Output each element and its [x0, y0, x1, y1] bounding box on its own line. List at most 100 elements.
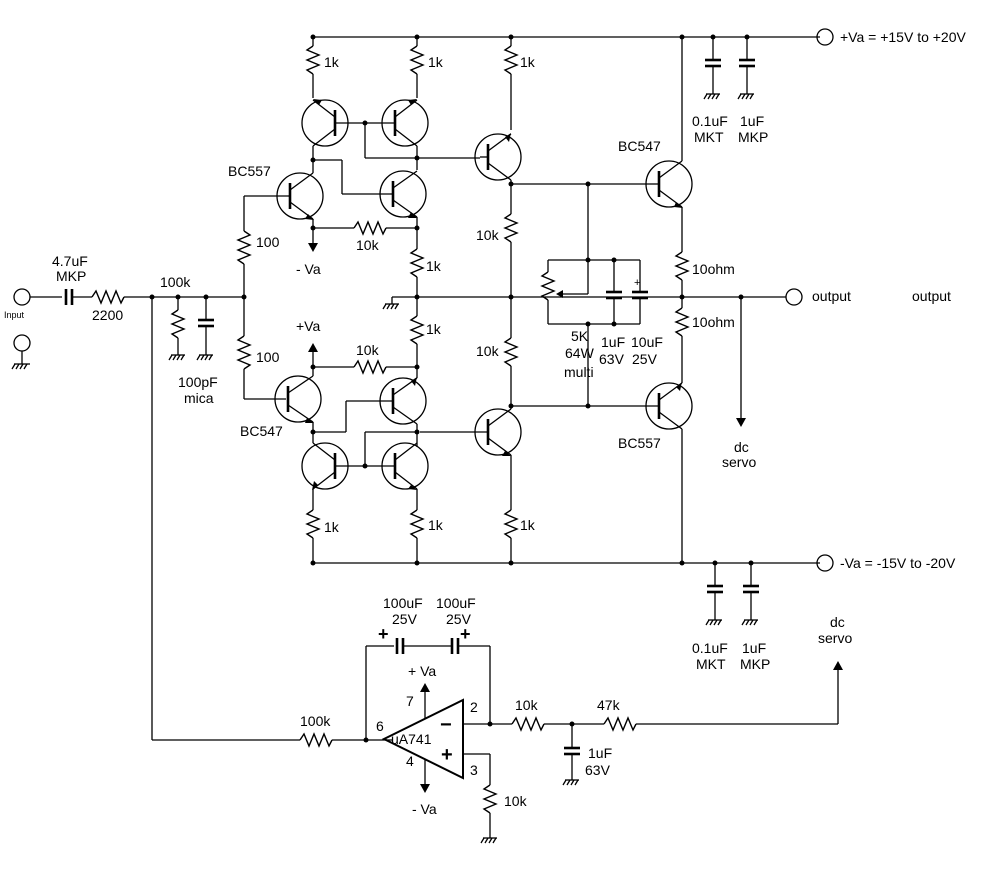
- emitter-res-bottom-value: 10ohm: [692, 314, 735, 330]
- bias-potentiometer[interactable]: [540, 260, 640, 325]
- q-input-top-label: BC557: [228, 163, 271, 179]
- base-resistor-bottom: [236, 297, 286, 400]
- emitter-res-top-value: 10ohm: [692, 261, 735, 277]
- res-1k-bottom-right: [503, 509, 519, 563]
- res-10k-vas-top: [503, 213, 519, 297]
- transistor-input-npn: [274, 367, 322, 432]
- input-capacitor: [64, 289, 92, 305]
- res-1k-label-6: 1k: [426, 321, 442, 337]
- input-shunt-cap-type: mica: [184, 390, 214, 406]
- output-terminal[interactable]: [785, 288, 803, 306]
- servo-cap-1: +: [378, 624, 452, 654]
- input-terminal: [11, 288, 62, 370]
- transistor-predriver-top: [474, 133, 522, 214]
- servo-cap-2: +: [450, 624, 490, 654]
- res-1k-label-1: 1k: [324, 54, 340, 70]
- res-1k-top-right: [503, 37, 519, 130]
- base-res-top-value: 100: [256, 234, 280, 250]
- svg-text:+: +: [634, 277, 640, 289]
- res-1k-ground-bottom: [409, 297, 425, 367]
- input-shunt-resistor: [168, 297, 186, 361]
- bias-cap-a-voltage: 63V: [599, 351, 625, 367]
- neg-supply-label-1: - Va: [296, 261, 321, 277]
- input-shunt-cap-value: 100pF: [178, 374, 218, 390]
- servo-filter-cap-voltage: 63V: [585, 762, 611, 778]
- transistor-input-pnp: [276, 160, 324, 252]
- res-1k-label-2: 1k: [428, 54, 444, 70]
- transistor-mirror-bottom-left: [301, 432, 365, 510]
- res-1k-top-left: [305, 37, 321, 98]
- svg-text:+: +: [460, 624, 471, 644]
- negative-rail: [313, 554, 834, 572]
- bias-cap-1uf: [606, 260, 622, 324]
- opamp-label: uA741: [391, 731, 432, 747]
- emitter-resistor-bottom: [674, 307, 690, 383]
- servo-cap1-voltage: 25V: [392, 611, 418, 627]
- positive-rail-label: +Va = +15V to +20V: [840, 29, 967, 45]
- svg-text:−: −: [440, 714, 452, 736]
- q-input-bottom-label: BC547: [240, 423, 283, 439]
- decoupling-top-0.1uf: [703, 34, 721, 100]
- transistor-predriver-bottom: [420, 408, 522, 510]
- res-1k-top-middle: [409, 37, 425, 98]
- res-10k-vas-bottom: [503, 297, 519, 409]
- transistor-mirror-top-right: [365, 99, 429, 147]
- decoupling-bottom-0.1uf: [705, 560, 723, 626]
- dc-servo-in-label-1: dc: [830, 614, 845, 630]
- res-1k-label-5: 1k: [520, 517, 536, 533]
- servo-neg-supply-label: - Va: [412, 801, 437, 817]
- dec-bot-c1-type: MKT: [696, 656, 726, 672]
- servo-filter-cap: [562, 724, 580, 786]
- input-shunt-capacitor: [196, 297, 214, 361]
- transistor-mirror-bottom-right: [365, 442, 429, 510]
- servo-cap1-value: 100uF: [383, 595, 423, 611]
- pin-7-label: 7: [406, 693, 414, 709]
- res-1k-label-3: 1k: [520, 54, 536, 70]
- bias-pot-type: multi: [564, 364, 594, 380]
- pin-2-label: 2: [470, 699, 478, 715]
- dec-bot-c1-value: 0.1uF: [692, 640, 728, 656]
- output-label: output: [812, 288, 851, 304]
- dc-servo-in-label-2: servo: [818, 630, 852, 646]
- servo-ground-res-value: 10k: [504, 793, 528, 809]
- positive-rail: [313, 28, 834, 46]
- transistor-cascode-bottom: [346, 367, 427, 447]
- servo-res-47k: [603, 661, 843, 732]
- output-label-2: output: [912, 288, 951, 304]
- dec-top-c1-type: MKT: [694, 129, 724, 145]
- servo-res-10k: [511, 716, 604, 732]
- res-1k-label-7: 1k: [324, 519, 340, 535]
- res-1k-label-4: 1k: [426, 258, 442, 274]
- input-label: Input: [4, 310, 25, 320]
- dec-top-c2-value: 1uF: [740, 113, 764, 129]
- input-series-res-value: 2200: [92, 307, 123, 323]
- input-shunt-res-value: 100k: [160, 274, 191, 290]
- opamp-ua741: − +: [381, 683, 512, 793]
- res-10k-feedback-bottom: [313, 359, 417, 375]
- servo-input-resistor: [299, 732, 393, 748]
- dc-servo-out-label-2: servo: [722, 454, 756, 470]
- dc-servo-out-label-1: dc: [734, 439, 749, 455]
- decoupling-top-1uf: [737, 34, 755, 100]
- svg-text:+: +: [441, 744, 453, 766]
- pos-supply-label-1: +Va: [296, 318, 320, 334]
- res-10k-feedback-top: [313, 220, 417, 236]
- servo-input-res-value: 100k: [300, 713, 331, 729]
- bias-pot-value: 5K: [571, 328, 589, 344]
- res-1k-label-8: 1k: [428, 517, 444, 533]
- servo-filter-cap-value: 1uF: [588, 745, 612, 761]
- pin-4-label: 4: [406, 753, 414, 769]
- vas-res-top-label: 10k: [476, 227, 500, 243]
- base-resistor-top: [236, 195, 288, 297]
- bias-cap-b-value: 10uF: [631, 334, 663, 350]
- input-cap-type: MKP: [56, 268, 86, 284]
- res-10k-label-1: 10k: [356, 237, 380, 253]
- res-10k-label-2: 10k: [356, 342, 380, 358]
- decoupling-bottom-1uf: [741, 560, 759, 626]
- pin-6-label: 6: [376, 718, 384, 734]
- input-series-resistor: [91, 289, 244, 305]
- q-output-top-label: BC547: [618, 138, 661, 154]
- servo-res-47k-value: 47k: [597, 697, 621, 713]
- q-output-bottom-label: BC557: [618, 435, 661, 451]
